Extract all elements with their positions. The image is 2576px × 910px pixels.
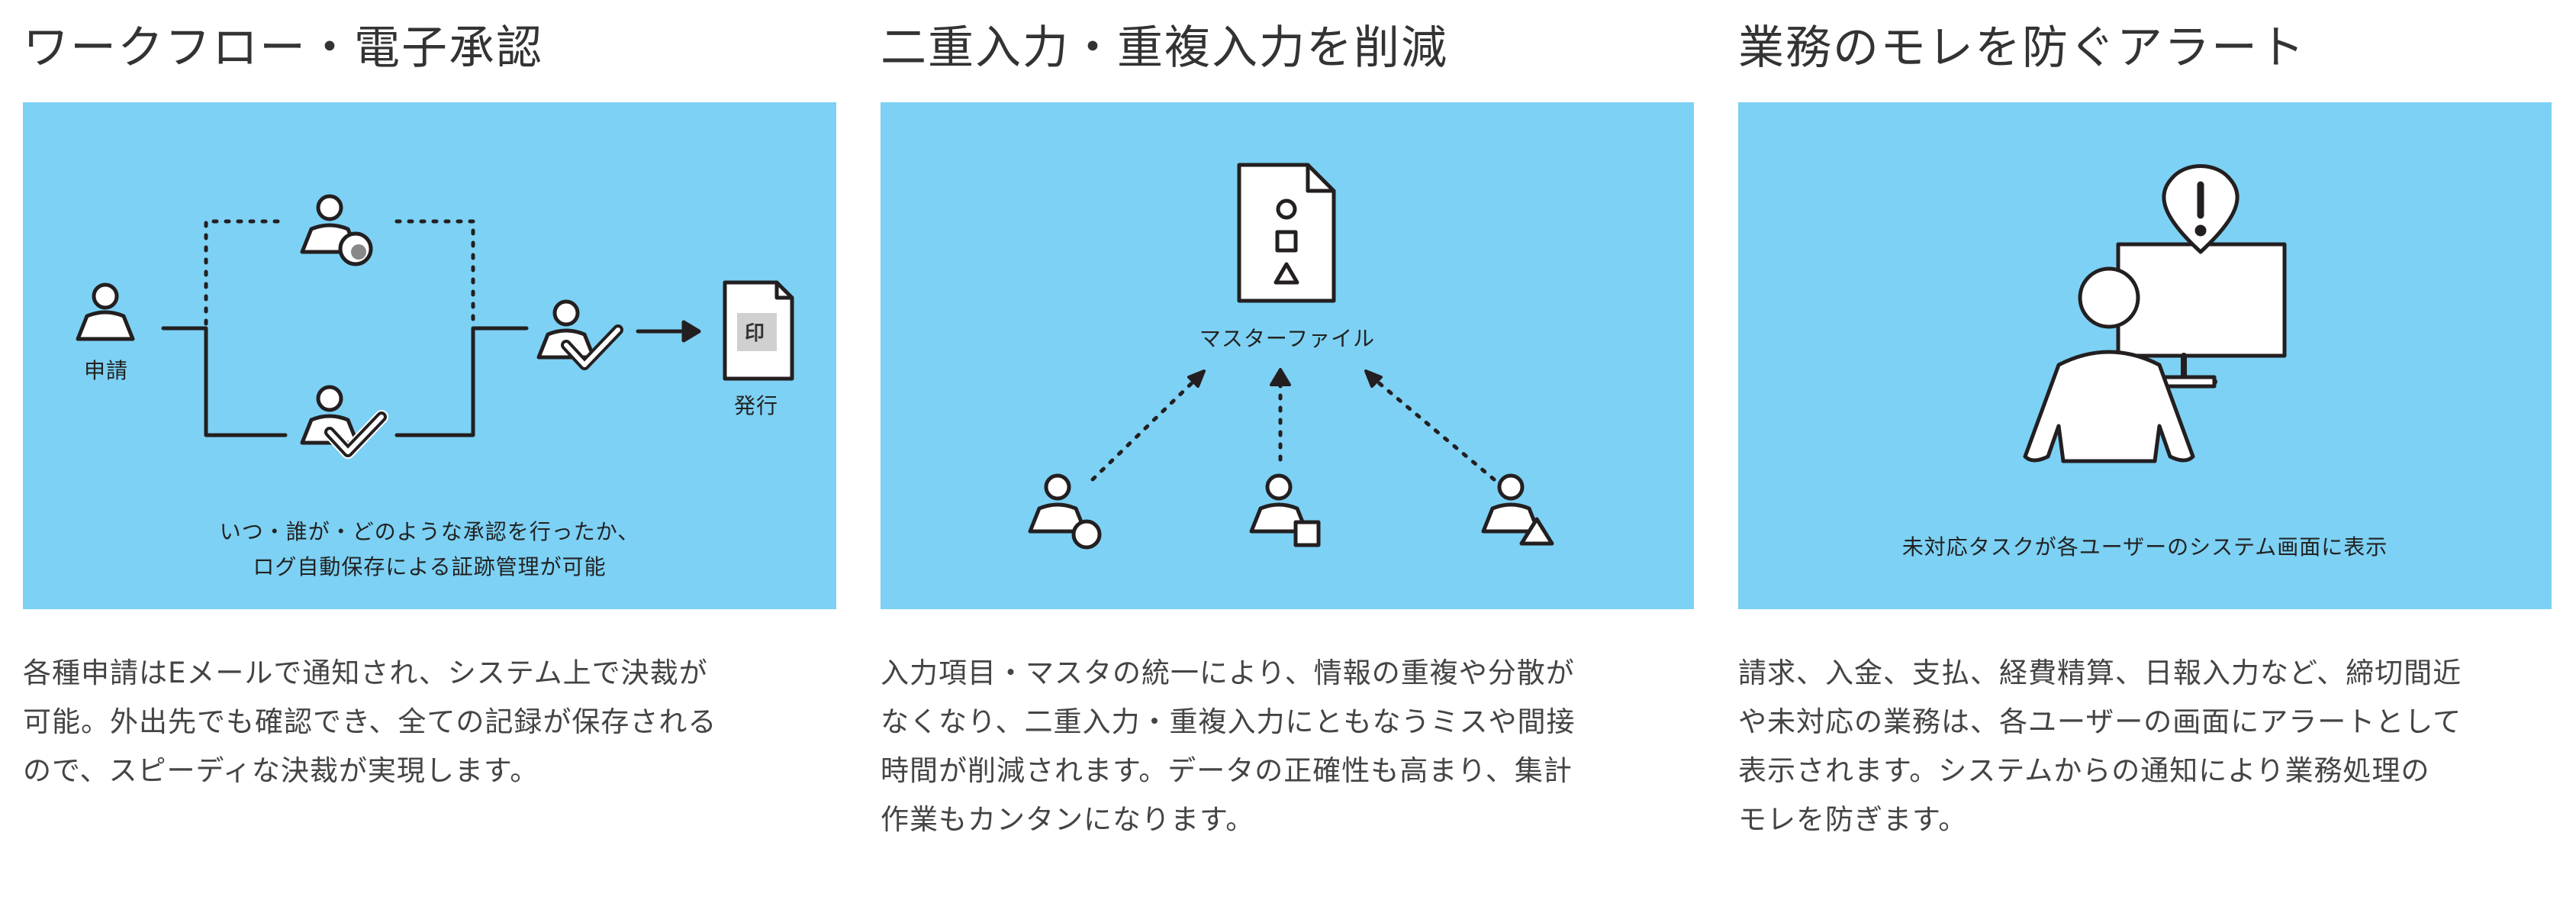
user-at-monitor-icon — [2023, 266, 2195, 463]
section-title: 二重入力・重複入力を削減 — [881, 21, 1448, 75]
section-title: ワークフロー・電子承認 — [23, 21, 543, 75]
duplicate-input-section: 二重入力・重複入力を削減 — [881, 0, 1694, 910]
alert-illustration: 未対応タスクが各ユーザーのシステム画面に表示 — [1738, 102, 2552, 609]
master-file-label: マスターファイル — [1199, 326, 1376, 351]
user-triangle-icon — [1481, 473, 1554, 546]
stamp-label: 印 — [745, 322, 766, 345]
approver-check-icon — [300, 385, 388, 459]
pending-approver-icon — [300, 194, 373, 266]
master-file-illustration: マスターファイル — [881, 102, 1694, 609]
workflow-diagram — [76, 194, 794, 459]
applicant-label: 申請 — [84, 358, 129, 383]
workflow-illustration: 印 申請 発行 いつ・誰が・どのような承認を行ったか、 ログ自動保存による証跡管… — [23, 102, 836, 609]
section-description: 各種申請はEメールで通知され、システム上で決裁が 可能。外出先でも確認でき、全て… — [23, 657, 717, 787]
workflow-caption: いつ・誰が・どのような承認を行ったか、 ログ自動保存による証跡管理が可能 — [219, 519, 640, 579]
alert-diagram — [2023, 164, 2287, 463]
applicant-person-icon — [76, 282, 135, 341]
workflow-section: ワークフロー・電子承認 — [23, 0, 836, 910]
alert-caption: 未対応タスクが各ユーザーのシステム画面に表示 — [1901, 534, 2388, 560]
monitor-icon — [2116, 242, 2287, 389]
arrow-icon — [636, 320, 701, 343]
master-file-diagram — [1028, 163, 1554, 550]
section-description: 請求、入金、支払、経費精算、日報入力など、締切間近 や未対応の業務は、各ユーザー… — [1738, 657, 2462, 836]
issue-label: 発行 — [734, 393, 779, 418]
stamped-document-icon — [723, 280, 794, 381]
final-approver-check-icon — [536, 299, 623, 370]
alert-section: 業務のモレを防ぐアラート 未対応タスクが — [1738, 0, 2552, 910]
master-file-icon — [1237, 163, 1336, 303]
user-circle-icon — [1028, 473, 1102, 550]
section-description: 入力項目・マスタの統一により、情報の重複や分散が なくなり、二重入力・重複入力に… — [881, 657, 1576, 836]
user-square-icon — [1249, 473, 1321, 547]
section-title: 業務のモレを防ぐアラート — [1738, 21, 2306, 75]
alert-icon — [2162, 164, 2240, 254]
